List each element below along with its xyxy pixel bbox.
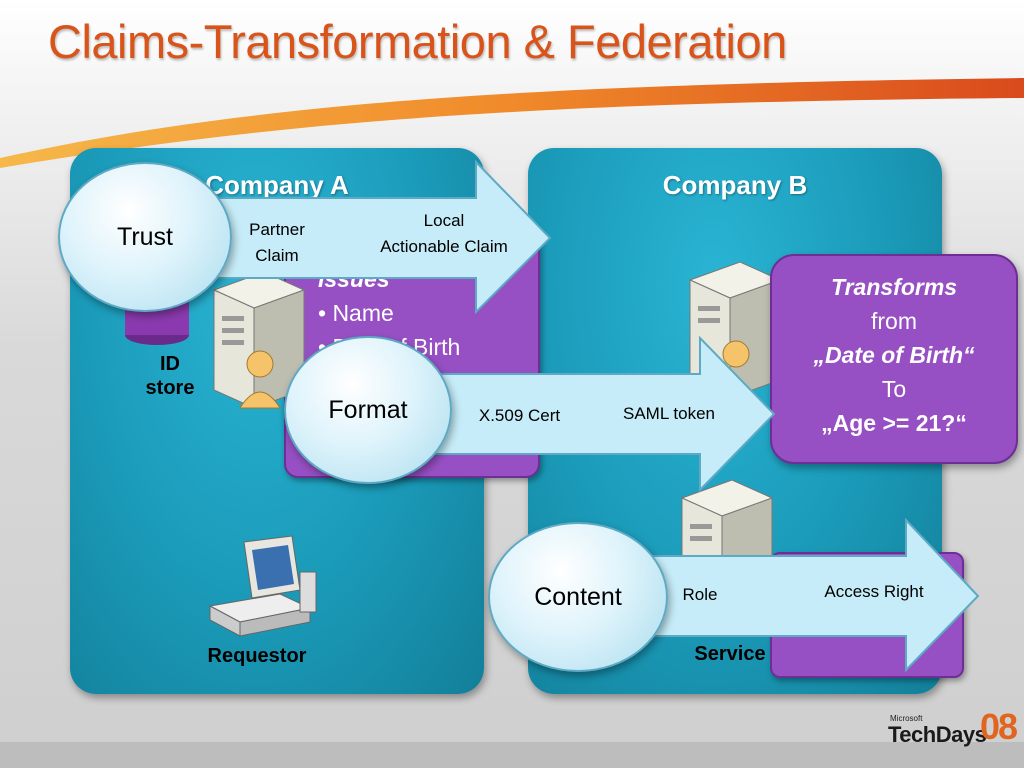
footer-bar xyxy=(0,742,1024,768)
target-service-label: Service xyxy=(694,643,766,665)
content-arrow-text-1: Role xyxy=(682,585,718,604)
format-arrow xyxy=(400,336,776,493)
trust-arrow xyxy=(170,160,552,315)
transforms-line3: „Date of Birth“ xyxy=(813,342,975,368)
company-a-title: Company A xyxy=(205,170,349,200)
trust-bubble: Trust xyxy=(58,162,232,312)
logo-year: 08 xyxy=(980,706,1018,747)
computer-icon xyxy=(208,535,317,637)
logo-brand: TechDays xyxy=(888,722,987,747)
company-b-title: Company B xyxy=(662,170,808,200)
content-arrow xyxy=(620,518,980,673)
transforms-line4: To xyxy=(881,376,907,402)
issues-item-name: • Name xyxy=(318,300,394,326)
format-arrow-text-1: X.509 Cert xyxy=(478,406,561,425)
format-arrow-text-2: SAML token xyxy=(623,404,715,423)
format-bubble: Format xyxy=(284,336,452,484)
transforms-line1: Transforms xyxy=(830,274,958,300)
content-arrow-text-2: Access Right xyxy=(824,582,924,601)
page-title: Claims-Transformation & Federation xyxy=(48,15,787,68)
trust-arrow-text-1: Partner Claim xyxy=(249,220,305,265)
transforms-line2: from xyxy=(871,308,917,334)
content-bubble: Content xyxy=(488,522,668,672)
transforms-box: Transforms from „Date of Birth“ To „Age … xyxy=(770,254,1018,464)
techdays-logo: Microsoft TechDays 08 xyxy=(888,706,1018,752)
transforms-line5: „Age >= 21?“ xyxy=(821,410,967,436)
requestor-label: Requestor xyxy=(207,645,307,667)
logo-maker: Microsoft xyxy=(890,714,923,723)
header-swoosh xyxy=(0,78,1024,168)
id-store-label: ID store xyxy=(145,353,195,399)
trust-arrow-text-2: Local Actionable Claim xyxy=(380,211,508,256)
